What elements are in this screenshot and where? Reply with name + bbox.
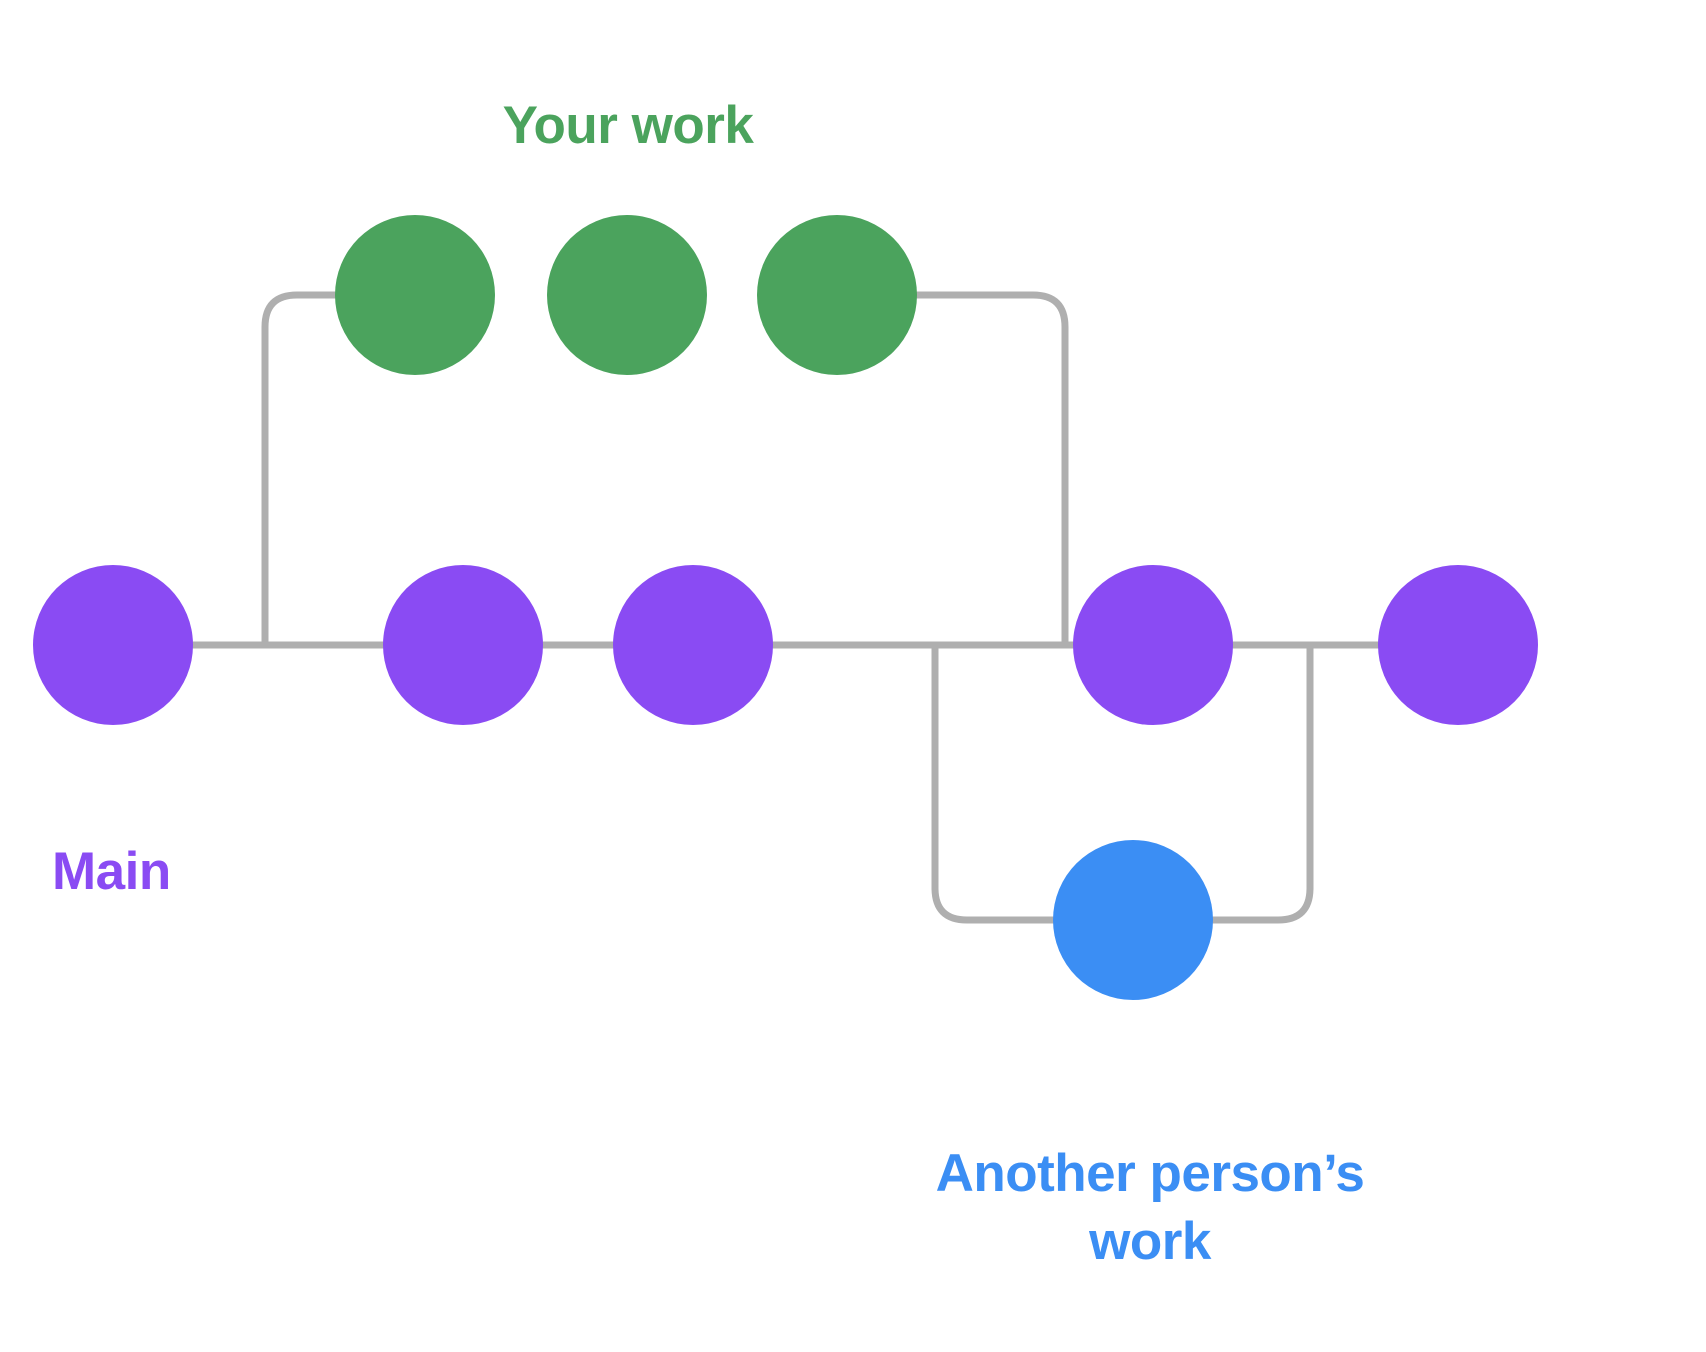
branch-label-your-work: Your work xyxy=(502,96,754,155)
commit-node-main-1[interactable] xyxy=(33,565,193,725)
connector-merge-in-other xyxy=(1207,641,1314,924)
branch-label-another-person-work: Another person’s work xyxy=(935,1144,1365,1271)
connector-merge-in-your-work xyxy=(906,291,1069,649)
connector-branch-out-other xyxy=(931,641,1059,924)
commit-node-main-2[interactable] xyxy=(383,565,543,725)
branch-label-main: Main xyxy=(52,842,171,901)
commit-node-your-work-2[interactable] xyxy=(547,215,707,375)
connector-lines xyxy=(109,291,1462,924)
commit-node-main-5[interactable] xyxy=(1378,565,1538,725)
commit-node-your-work-1[interactable] xyxy=(335,215,495,375)
commit-node-main-4[interactable] xyxy=(1073,565,1233,725)
commit-node-main-3[interactable] xyxy=(613,565,773,725)
connector-branch-out-your-work xyxy=(261,291,349,649)
commit-nodes xyxy=(33,215,1538,1000)
commit-node-your-work-3[interactable] xyxy=(757,215,917,375)
commit-node-another-person-1[interactable] xyxy=(1053,840,1213,1000)
